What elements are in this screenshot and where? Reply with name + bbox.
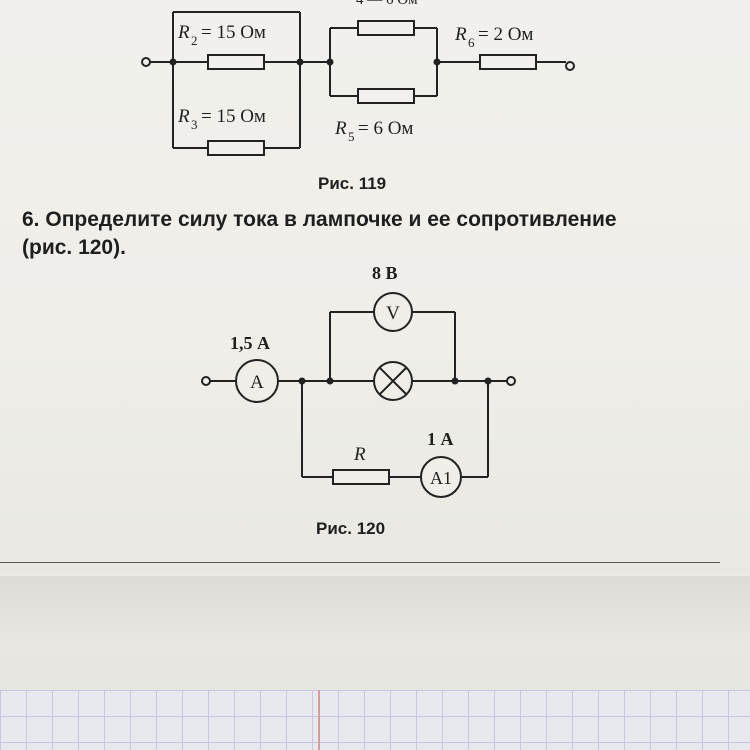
fig119-r2-value: = 15 Ом	[201, 22, 266, 43]
fig120-ammeter1-symbol: А1	[430, 468, 452, 488]
fig119-input-terminal	[141, 57, 151, 67]
fig119-resistor-r4	[357, 20, 415, 36]
page-rule-line	[0, 562, 720, 563]
fig119-r3-value: = 15 Ом	[201, 106, 266, 127]
figure-120-caption: Рис. 120	[316, 519, 386, 538]
fig119-output-terminal	[565, 61, 575, 71]
figure-119-wires	[141, 11, 575, 156]
fig120-ammeter1-reading: 1 А	[427, 429, 454, 449]
fig120-ammeter-symbol: А	[250, 372, 264, 393]
fig120-resistor-r	[332, 469, 390, 485]
figure-119-caption: Рис. 119	[318, 174, 387, 193]
fig120-input-terminal	[201, 376, 211, 386]
fig119-resistor-r2	[207, 54, 265, 70]
fig119-resistor-r5	[357, 88, 415, 104]
figure-120-wires	[201, 292, 516, 498]
problem-text-line2: (рис. 120).	[22, 236, 126, 259]
fig119-r6-value: = 2 Ом	[478, 24, 533, 45]
fig120-ammeter-reading: 1,5 А	[230, 333, 270, 353]
fig119-r4-partial-label: 4 — 6 Ом	[356, 0, 418, 8]
problem-number: 6.	[22, 208, 40, 231]
fig120-voltmeter-symbol: V	[386, 303, 400, 324]
grid-notebook-paper	[0, 690, 750, 750]
fig120-output-terminal	[506, 376, 516, 386]
fig119-r5-subscript: 5	[348, 129, 355, 144]
fig119-r6-label: R	[454, 24, 467, 45]
figure-120-labels: 8 В V 1,5 А А 1 А А1 R	[230, 263, 454, 488]
fig120-resistor-label: R	[353, 444, 366, 465]
fig119-resistor-r3	[207, 140, 265, 156]
fig120-voltmeter-reading: 8 В	[372, 263, 398, 283]
fig119-r2-label: R	[177, 22, 190, 43]
fig119-r2-subscript: 2	[191, 33, 198, 48]
figure-119-nodes	[169, 58, 441, 66]
figure-119-labels: R 2 = 15 Ом R 3 = 15 Ом 4 — 6 Ом R 5 = 6…	[177, 0, 533, 144]
problem-text-line1: Определите силу тока в лампочке и ее соп…	[45, 208, 617, 231]
notebook-margin-line	[318, 690, 320, 750]
problem-6: 6. Определите силу тока в лампочке и ее …	[22, 206, 732, 262]
fig119-resistor-r6	[479, 54, 537, 70]
fig119-r5-value: = 6 Ом	[358, 118, 413, 139]
fig119-r3-label: R	[177, 106, 190, 127]
fig119-r6-subscript: 6	[468, 35, 475, 50]
fig119-r5-label: R	[334, 118, 347, 139]
figure-120-nodes	[298, 377, 492, 385]
fig119-r3-subscript: 3	[191, 117, 198, 132]
